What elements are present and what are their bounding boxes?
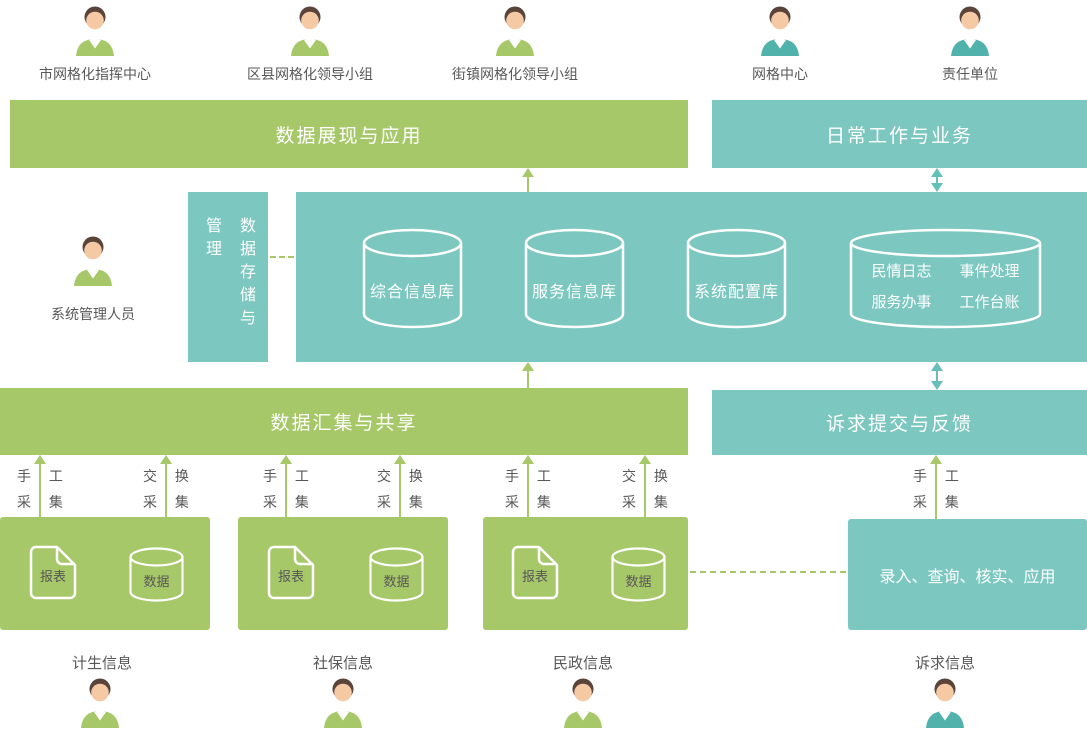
- system-admin-label: 系统管理人员: [51, 306, 135, 322]
- collect-label-exchange-2: 交 换 采 集: [377, 468, 423, 510]
- double-arrow-appeal-storage: [931, 362, 943, 390]
- data-label: 数据: [625, 574, 652, 589]
- db-label-service: 服务信息库: [531, 284, 617, 301]
- collect-label-exchange-3: 交 换 采 集: [622, 468, 668, 510]
- person-icon-responsible-unit: [947, 4, 993, 56]
- source-box-civil-affairs: 报表 数据: [483, 517, 688, 630]
- business-items: 民情日志 事件处理 服务办事 工作台账: [848, 260, 1043, 312]
- collect-arrow-exchange-1: [160, 455, 172, 517]
- storage-management-side-label: 数据存储与管理: [203, 217, 254, 332]
- arrow-collection-to-storage: [522, 362, 534, 388]
- report-doc-icon: 报表: [28, 544, 78, 606]
- business-item-event-handling: 事件处理: [959, 263, 1020, 280]
- dashed-connector-sidebox-storage: [270, 256, 294, 258]
- db-cylinder-comprehensive: 综合信息库: [361, 228, 464, 331]
- source-label-social-security: 社保信息: [312, 655, 373, 672]
- data-cylinder-icon: 数据: [610, 547, 667, 602]
- report-label: 报表: [39, 569, 66, 584]
- actor-label-street-grid-group: 街镇网格化领导小组: [452, 66, 578, 82]
- db-cylinder-system-config: 系统配置库: [685, 228, 788, 331]
- actor-label-city-grid-command: 市网格化指挥中心: [39, 66, 151, 82]
- person-icon-family-planning: [77, 676, 123, 728]
- db-label-comprehensive: 综合信息库: [369, 284, 455, 301]
- source-label-civil-affairs: 民政信息: [552, 655, 613, 672]
- collect-label-manual-appeal: 手 工 采 集: [913, 468, 959, 510]
- layer-display-application-label: 数据展现与应用: [275, 125, 423, 147]
- collect-arrow-manual-appeal: [930, 455, 942, 519]
- collect-label-manual-1: 手 工 采 集: [17, 468, 63, 510]
- layer-daily-work-label: 日常工作与业务: [825, 125, 973, 147]
- actor-label-grid-center: 网格中心: [752, 66, 808, 82]
- person-icon-civil-affairs: [560, 676, 606, 728]
- collect-arrow-manual-1: [34, 455, 46, 517]
- cylinder-icon: [686, 228, 787, 329]
- collect-label-manual-2: 手 工 采 集: [263, 468, 309, 510]
- storage-box: 综合信息库 服务信息库 系统配置库 民情日志: [296, 192, 1087, 362]
- layer-data-collection-label: 数据汇集与共享: [270, 413, 418, 434]
- actor-label-district-grid-group: 区县网格化领导小组: [247, 66, 373, 82]
- person-icon-street-grid-group: [492, 4, 538, 56]
- source-label-appeal-info: 诉求信息: [914, 655, 975, 672]
- report-label: 报表: [521, 569, 548, 584]
- collect-arrow-exchange-3: [639, 455, 651, 517]
- business-item-service-work: 服务办事: [871, 294, 932, 311]
- business-item-work-ledger: 工作台账: [959, 294, 1020, 311]
- db-label-system-config: 系统配置库: [693, 284, 779, 301]
- collect-label-manual-3: 手 工 采 集: [505, 468, 551, 510]
- source-box-family-planning: 报表 数据: [0, 517, 210, 630]
- report-label: 报表: [277, 569, 304, 584]
- cylinder-icon: [524, 228, 625, 329]
- data-label: 数据: [383, 574, 410, 589]
- layer-display-application-bar: 数据展现与应用: [10, 100, 688, 168]
- source-box-social-security: 报表 数据: [238, 517, 448, 630]
- collect-arrow-manual-2: [280, 455, 292, 517]
- person-icon-city-grid-command: [72, 4, 118, 56]
- report-doc-icon: 报表: [266, 544, 316, 606]
- layer-data-collection-bar: 数据汇集与共享: [0, 388, 688, 455]
- report-doc-icon: 报表: [510, 544, 560, 606]
- person-icon-district-grid-group: [287, 4, 333, 56]
- person-icon-grid-center: [757, 4, 803, 56]
- layer-appeal-feedback-label: 诉求提交与反馈: [825, 414, 973, 435]
- business-item-public-sentiment-log: 民情日志: [871, 263, 932, 280]
- storage-management-side-box: 数据存储与管理: [188, 192, 268, 362]
- data-cylinder-icon: 数据: [368, 547, 425, 602]
- cylinder-icon: [849, 228, 1042, 329]
- db-cylinder-business: 民情日志 事件处理 服务办事 工作台账: [848, 228, 1043, 331]
- appeal-operations-box: 录入、查询、核实、应用: [848, 519, 1087, 630]
- double-arrow-dailywork-storage: [931, 168, 943, 192]
- dashed-connector-civil-appeal: [690, 571, 846, 573]
- data-label: 数据: [143, 574, 170, 589]
- arrow-storage-to-display: [522, 168, 534, 192]
- actor-label-responsible-unit: 责任单位: [942, 66, 998, 82]
- collect-arrow-manual-3: [522, 455, 534, 517]
- collect-label-exchange-1: 交 换 采 集: [143, 468, 189, 510]
- db-cylinder-service: 服务信息库: [523, 228, 626, 331]
- cylinder-icon: [362, 228, 463, 329]
- person-icon-appeal-info: [922, 676, 968, 728]
- collect-arrow-exchange-2: [394, 455, 406, 517]
- person-icon-social-security: [320, 676, 366, 728]
- person-icon-system-admin: [70, 234, 116, 286]
- data-cylinder-icon: 数据: [128, 547, 185, 602]
- layer-appeal-feedback-bar: 诉求提交与反馈: [712, 390, 1087, 455]
- appeal-operations-label: 录入、查询、核实、应用: [879, 568, 1056, 586]
- source-label-family-planning: 计生信息: [71, 655, 132, 672]
- layer-daily-work-bar: 日常工作与业务: [712, 100, 1087, 168]
